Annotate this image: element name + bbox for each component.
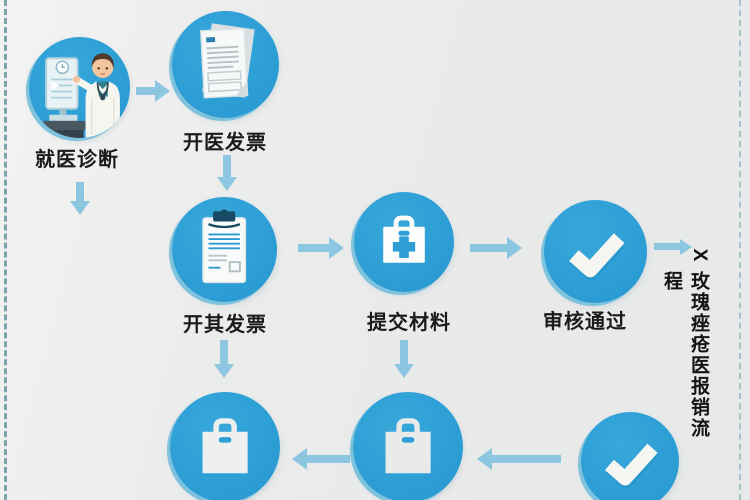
arrow-other-invoice-to-package	[214, 340, 234, 378]
clipboard-icon	[202, 209, 247, 284]
right-dashed-border	[739, 0, 741, 500]
label-medical-invoice: 开医发票	[183, 132, 267, 154]
label-submit-materials: 提交材料	[367, 312, 451, 334]
node-other-invoice	[172, 197, 277, 302]
arrow-submit-to-review	[470, 237, 522, 259]
arrow-invoice-down	[217, 155, 237, 191]
node-final-approval	[581, 412, 679, 500]
arrow-package-middle-to-left	[292, 448, 350, 470]
label-review-passed: 审核通过	[543, 311, 627, 333]
bag-icon	[202, 418, 248, 474]
arrow-review-to-title	[654, 238, 692, 255]
arrow-final-check-to-package	[477, 448, 561, 470]
bag-icon	[385, 418, 431, 474]
left-dashed-border	[4, 0, 7, 500]
arrow-other-invoice-to-submit	[298, 237, 344, 259]
arrow-submit-to-package	[394, 340, 414, 378]
check-icon	[569, 233, 626, 281]
doctor-icon	[43, 53, 120, 138]
label-other-invoice: 开其发票	[183, 314, 267, 336]
node-medical-invoice	[172, 11, 279, 118]
node-package-middle	[353, 392, 463, 500]
node-submit-materials	[354, 192, 454, 292]
invoice-icon	[200, 23, 255, 99]
page-title: 玫瑰痤疮医报销流程	[661, 271, 709, 439]
node-review-passed	[544, 200, 647, 303]
node-package-left	[170, 392, 280, 500]
medkit-icon	[383, 215, 425, 263]
node-diagnosis	[29, 37, 130, 138]
label-diagnosis: 就医诊断	[35, 149, 119, 171]
check-icon	[604, 443, 659, 489]
arrow-diagnosis-to-invoice	[136, 80, 170, 102]
arrow-diagnosis-down	[70, 182, 90, 215]
title-x-glyph: X	[689, 248, 710, 262]
